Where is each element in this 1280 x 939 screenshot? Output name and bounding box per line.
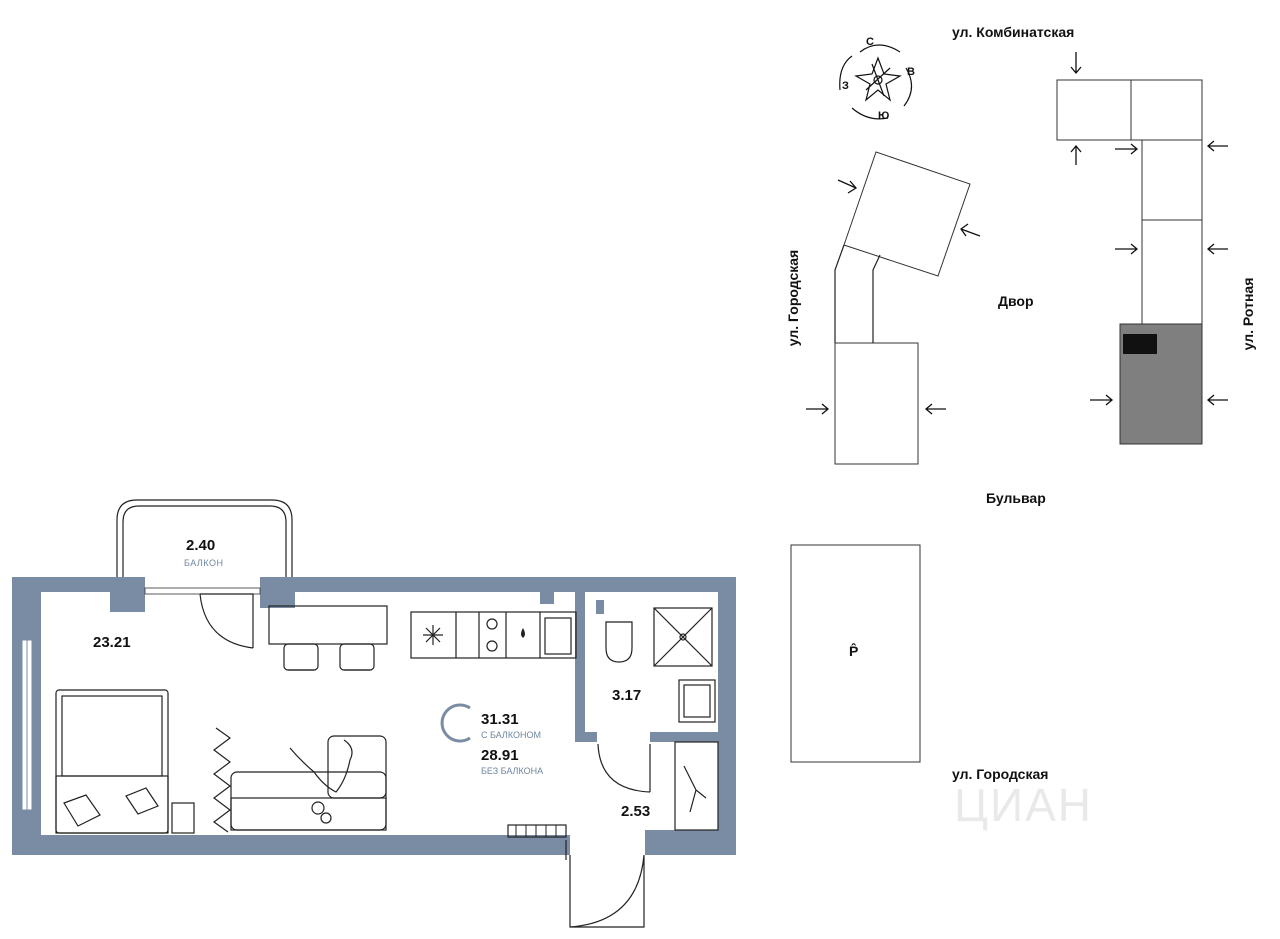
street-bottom: ул. Городская [952,766,1049,782]
area-with-balcony: 31.31 [481,711,519,728]
compass-west: З [842,80,849,92]
fridge-icon [423,625,443,645]
entrance-arrows [806,52,1228,415]
street-top: ул. Комбинатская [952,24,1075,40]
compass-icon [839,44,913,120]
balcony-area: 2.40 [186,537,216,554]
compass-east: В [907,66,915,78]
parking-label: P̂ [849,643,859,659]
dining-table [268,605,388,671]
street-left: ул. Городская [785,249,801,347]
sofa [230,735,387,831]
yard-label: Двор [998,293,1034,309]
radiator [507,824,567,838]
apartment-type-letter-shape [440,703,471,743]
wardrobe [674,741,719,831]
nightstand [171,802,195,834]
bed [55,689,169,834]
street-right: ул. Ротная [1240,277,1256,351]
without-balcony-label: БЕЗ БАЛКОНА [481,766,544,776]
sink-drop-icon [521,628,525,638]
hall-area: 2.53 [621,803,651,820]
watermark: ЦИАН [954,779,1093,831]
compass-south: Ю [878,110,890,122]
site-buildings [790,79,1203,763]
compass-north: С [866,36,874,48]
boulevard-label: Бульвар [986,490,1046,506]
with-balcony-label: С БАЛКОНОМ [481,730,541,740]
kitchen-counter [410,611,577,659]
balcony-outline [116,499,293,577]
balcony-label: БАЛКОН [184,558,224,568]
bathroom-fixtures [605,607,716,723]
bathroom-area: 3.17 [612,687,642,704]
radiator-zigzag [212,727,232,833]
living-room-area: 23.21 [93,634,131,651]
area-without-balcony: 28.91 [481,747,519,764]
